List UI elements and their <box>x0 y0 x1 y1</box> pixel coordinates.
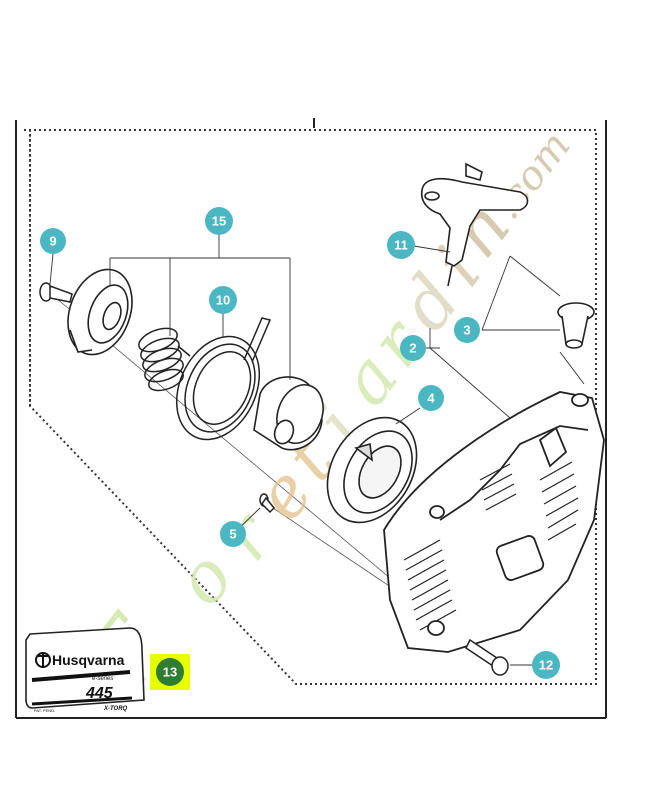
callout-12-number: 12 <box>539 658 553 673</box>
callout-10: 10 <box>209 286 237 314</box>
decal-series: e-series <box>92 676 113 682</box>
callout-15: 15 <box>205 207 233 235</box>
svg-text:.com: .com <box>484 123 580 228</box>
part-10-recoil-spring <box>175 317 272 441</box>
callout-13-badge <box>156 658 184 686</box>
part-3-rope-guide <box>557 302 595 349</box>
part-11-starter-handle <box>420 162 529 287</box>
callout-12-badge <box>532 651 560 679</box>
part-starter-pulley <box>253 376 324 451</box>
decal-small-print: PAT. PEND. <box>34 708 55 713</box>
callout-10-badge <box>209 286 237 314</box>
part-spring-coil <box>138 327 191 392</box>
callout-4-badge <box>418 385 444 411</box>
frame <box>15 118 607 719</box>
part-4-ratchet-wheel <box>326 416 418 524</box>
callout-3-number: 3 <box>463 323 470 338</box>
assembly-axis <box>55 297 441 621</box>
callout-15-number: 15 <box>212 214 226 229</box>
part-2-starter-housing <box>383 391 605 653</box>
decal-model: 445 <box>85 685 114 702</box>
callout-11-number: 11 <box>394 238 408 253</box>
callout-10-number: 10 <box>216 293 230 308</box>
callout-11: 11 <box>387 231 415 259</box>
callout-3: 3 <box>454 317 480 343</box>
callout-3-badge <box>454 317 480 343</box>
callout-15-badge <box>205 207 233 235</box>
part-12-screw <box>465 638 509 676</box>
callout-13: 13 <box>150 654 190 690</box>
decal-part-13: Husqvarna e-series 445 PAT. PEND. X-TORQ <box>25 627 145 713</box>
callout-12: 12 <box>532 651 560 679</box>
decal-brand: Husqvarna <box>52 652 125 668</box>
callouts: 9 15 10 11 3 2 4 5 12 13 <box>40 207 560 690</box>
callout-4-number: 4 <box>427 391 435 406</box>
callout-13-number: 13 <box>163 665 177 680</box>
part-pulley-disk <box>67 268 133 356</box>
leader-lines <box>49 234 585 666</box>
callout-11-badge <box>387 231 415 259</box>
callout-5: 5 <box>220 521 246 547</box>
decal-tag: X-TORQ <box>103 706 128 712</box>
callout-4: 4 <box>418 385 444 411</box>
husqvarna-logo-icon <box>35 652 51 668</box>
callout-2: 2 <box>400 335 426 361</box>
part-5-screw <box>259 493 276 514</box>
callout-5-number: 5 <box>229 527 236 542</box>
callout-9: 9 <box>40 228 66 254</box>
callout-9-number: 9 <box>49 234 56 249</box>
callout-9-badge <box>40 228 66 254</box>
part-9-screw <box>39 282 73 303</box>
callout-2-badge <box>400 335 426 361</box>
callout-2-number: 2 <box>409 341 416 356</box>
callout-5-badge <box>220 521 246 547</box>
